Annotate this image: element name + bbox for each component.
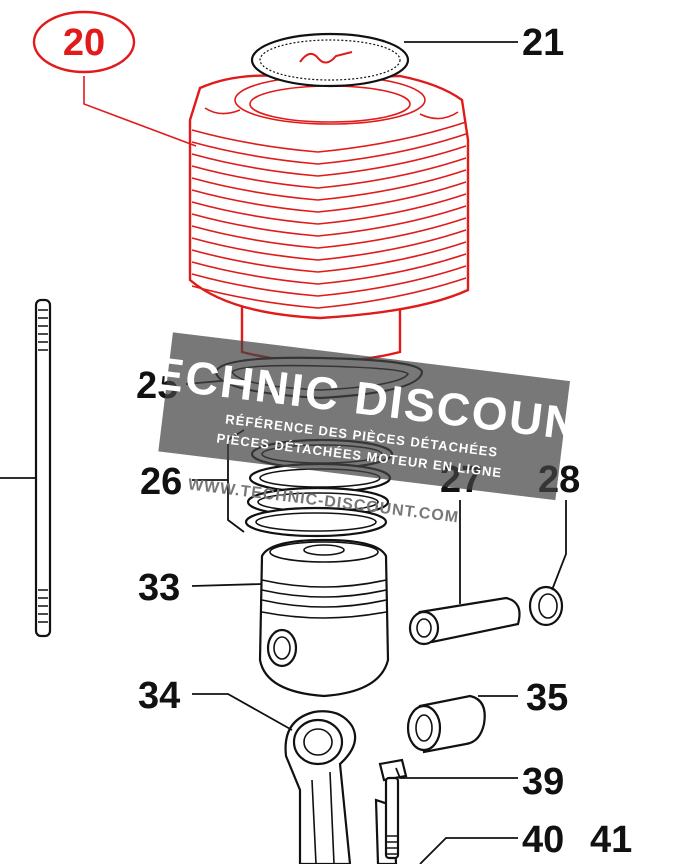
cooling-fin: [191, 205, 467, 237]
small-end-bush[interactable]: [406, 694, 486, 754]
leader-34: [192, 693, 293, 731]
cooling-fin: [191, 193, 467, 225]
cooling-fin: [191, 277, 467, 309]
label-39: 39: [522, 761, 564, 803]
circlip[interactable]: [528, 585, 564, 627]
highlight-circle: [32, 10, 136, 74]
label-20: 20: [63, 22, 105, 64]
leader-lines: [83, 41, 567, 864]
piston-ring-oil[interactable]: [244, 506, 388, 538]
label-34: 34: [138, 675, 180, 717]
watermark: TECHNIC DISCOUNT RÉFÉRENCE DES PIÈCES DÉ…: [120, 332, 612, 526]
cooling-fin: [191, 181, 467, 213]
leader-40: [419, 837, 518, 864]
cooling-fin: [191, 265, 467, 297]
cylinder-stud[interactable]: [0, 298, 52, 638]
connecting-rod[interactable]: [284, 710, 398, 864]
cooling-fin: [191, 157, 467, 189]
label-35: 35: [526, 677, 568, 719]
cooling-fin: [191, 253, 467, 285]
cooling-fin: [191, 133, 467, 165]
cooling-fin: [191, 145, 467, 177]
watermark-band: [158, 332, 570, 501]
cooling-fin: [191, 229, 467, 261]
leader-20: [83, 76, 197, 147]
label-41: 41: [590, 819, 632, 861]
cooling-fin: [191, 241, 467, 273]
leader-33: [191, 583, 263, 587]
leader-28: [551, 500, 567, 591]
piston-pin[interactable]: [408, 596, 521, 646]
piston[interactable]: [258, 538, 390, 698]
label-40: 40: [522, 819, 564, 861]
label-21: 21: [522, 22, 564, 64]
cylinder-barrel[interactable]: [188, 74, 470, 364]
cylinder-fins: [191, 121, 467, 309]
label-26: 26: [140, 461, 182, 503]
head-gasket[interactable]: [250, 32, 410, 88]
cooling-fin: [191, 217, 467, 249]
leader-39: [395, 767, 518, 779]
cooling-fin: [191, 169, 467, 201]
label-33: 33: [138, 567, 180, 609]
cooling-fin: [191, 121, 467, 153]
